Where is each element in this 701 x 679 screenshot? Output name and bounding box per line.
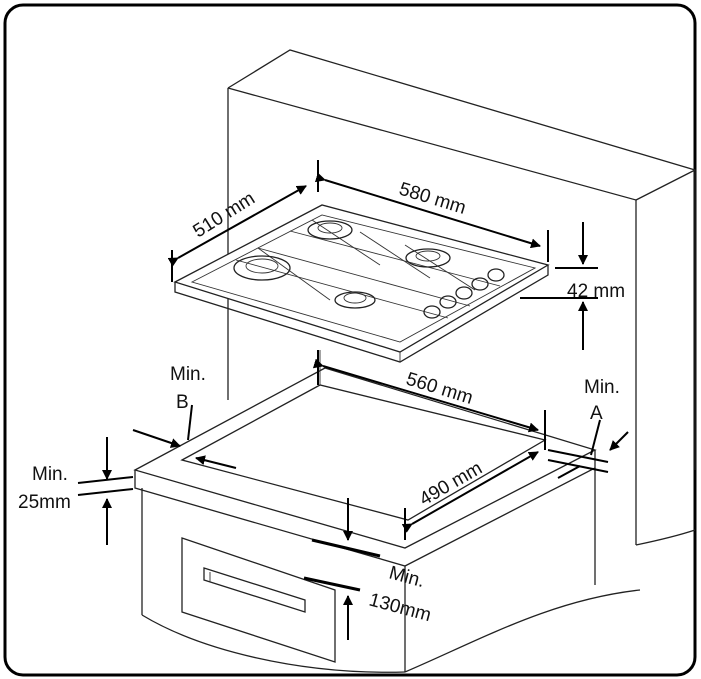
back-wall	[227, 49, 696, 546]
min-25-label-line1: Min.	[32, 464, 68, 485]
min-b-label-line2: B	[176, 392, 189, 413]
drawer	[181, 537, 336, 663]
burner-right	[405, 248, 451, 268]
control-knobs	[423, 268, 505, 319]
min-a-label-line2: A	[590, 403, 603, 424]
hob-height-label: 42 mm	[567, 281, 625, 302]
dimension-lines	[77, 160, 629, 640]
min-b-label-line1: Min.	[170, 364, 206, 385]
min-25-label-line2: 25mm	[18, 492, 71, 513]
cabinet	[141, 468, 641, 673]
diagram-frame	[3, 3, 697, 677]
burner-front	[334, 291, 376, 309]
min-a-label-line1: Min.	[584, 377, 620, 398]
